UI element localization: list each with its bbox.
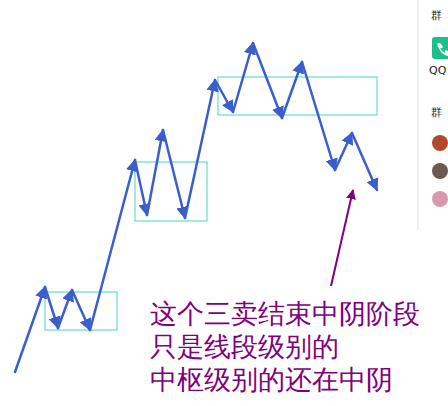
price-stroke: [352, 133, 377, 190]
side-panel: [418, 0, 448, 230]
avatar: [432, 135, 448, 151]
price-stroke: [72, 290, 90, 330]
price-stroke: [233, 43, 253, 112]
price-stroke: [335, 133, 352, 170]
panel-border: [418, 0, 419, 230]
price-stroke: [302, 62, 335, 170]
price-stroke: [45, 287, 58, 328]
price-stroke: [135, 160, 147, 215]
avatar: [432, 163, 448, 179]
pivot-box: [45, 77, 377, 330]
price-stroke: [147, 130, 163, 215]
price-stroke: [163, 130, 185, 218]
price-stroke: [253, 43, 282, 118]
qq-icon: [432, 37, 448, 59]
icon-caption: QQ: [429, 64, 446, 77]
annotation-note: 这个三卖结束中阴阶段 只是线段级别的 中枢级别的还在中阴: [150, 297, 442, 396]
price-stroke: [282, 62, 302, 118]
panel-heading: 群: [431, 9, 442, 22]
avatar: [432, 191, 448, 207]
price-stroke: [185, 80, 215, 218]
leader-arrow: [331, 190, 353, 286]
panel-heading: 群: [431, 106, 442, 119]
phone-symbol: [437, 43, 448, 56]
price-stroke: [90, 160, 135, 330]
price-stroke: [215, 80, 233, 112]
price-stroke: [58, 290, 72, 328]
price-stroke: [15, 287, 45, 372]
